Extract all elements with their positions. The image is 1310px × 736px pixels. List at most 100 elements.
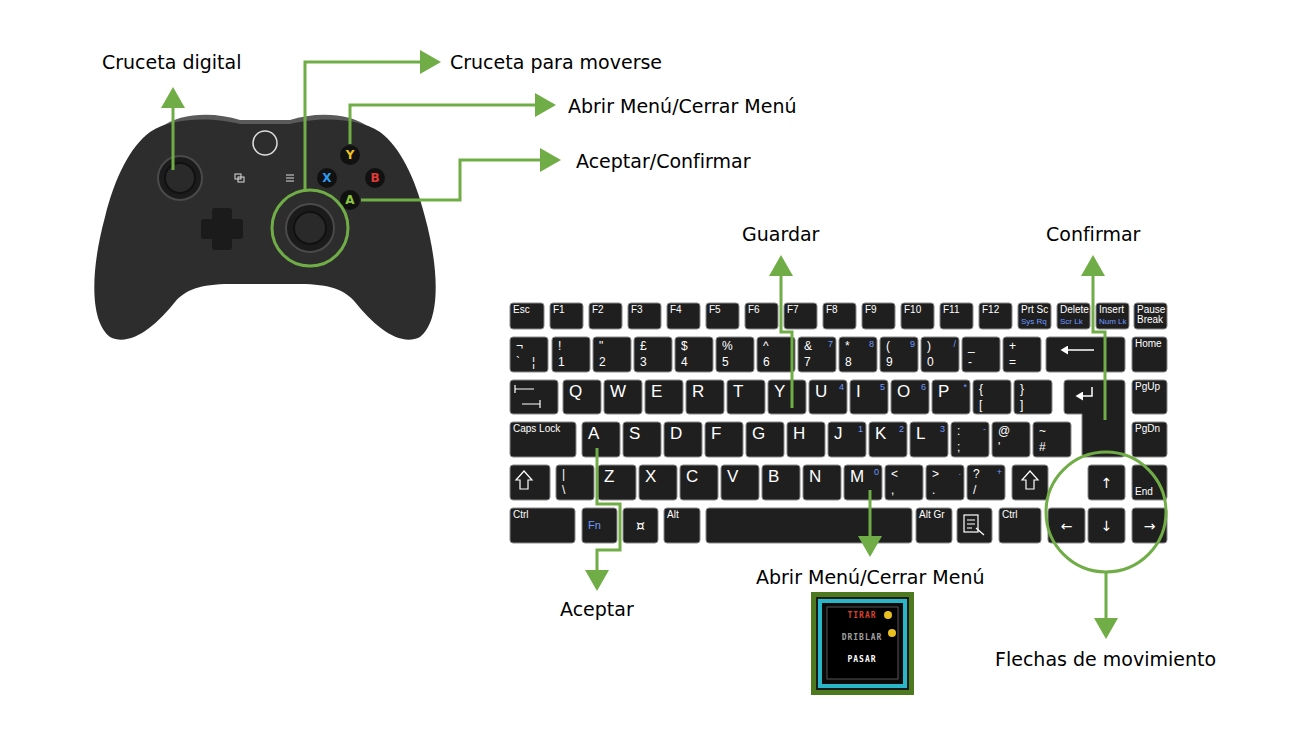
callout-label: Cruceta para moverse xyxy=(450,50,662,74)
key-label: E xyxy=(651,382,662,402)
key-label: 2 xyxy=(890,424,904,434)
key xyxy=(623,422,661,457)
key xyxy=(706,303,739,329)
key-label: 2 xyxy=(599,355,606,369)
key xyxy=(880,337,918,372)
key-label: ← xyxy=(1048,518,1085,534)
leader-lines-part xyxy=(1105,572,1108,636)
key xyxy=(746,422,784,457)
key xyxy=(762,465,800,500)
key xyxy=(1003,337,1041,372)
controller-part xyxy=(286,175,294,181)
callout-label: Aceptar xyxy=(560,597,634,621)
key xyxy=(716,337,754,372)
key xyxy=(1132,380,1167,414)
key xyxy=(1048,508,1085,543)
leader-lines-part xyxy=(350,105,553,144)
key-label: ~ xyxy=(1039,424,1046,438)
key-label: Scr Lk xyxy=(1060,317,1083,326)
key-label: Ctrl xyxy=(1002,510,1039,520)
keyboard-symbols-part xyxy=(1077,387,1092,396)
key-label: M xyxy=(850,467,864,487)
controller-part xyxy=(158,156,202,200)
controller-part xyxy=(340,145,360,165)
key-label: PgDn xyxy=(1135,424,1165,434)
menu-icon-part xyxy=(827,607,898,679)
key-label: J xyxy=(834,424,843,444)
key xyxy=(1014,380,1052,414)
key xyxy=(721,465,759,500)
controller-part xyxy=(201,219,243,239)
key xyxy=(680,465,718,500)
key-label: B xyxy=(768,467,779,487)
key-label: F12 xyxy=(982,305,1010,315)
key xyxy=(973,380,1011,414)
key-label: ¬ xyxy=(516,339,523,353)
key xyxy=(885,465,923,500)
key xyxy=(1088,465,1125,500)
leader-lines-part xyxy=(869,490,872,554)
key-label: F5 xyxy=(709,305,737,315)
key-label: Caps Lock xyxy=(513,424,574,434)
key xyxy=(686,380,724,414)
key xyxy=(967,465,1005,500)
keyboard-symbols-part xyxy=(515,385,534,393)
leader-lines-part xyxy=(1093,258,1105,420)
controller-part xyxy=(253,131,277,155)
key-label: 6 xyxy=(763,355,770,369)
key-label: F11 xyxy=(943,305,971,315)
key xyxy=(598,465,636,500)
key-label: : xyxy=(957,424,960,438)
key-label: Num Lk xyxy=(1099,317,1127,326)
key-label: 4 xyxy=(830,382,844,392)
key xyxy=(664,508,700,543)
key xyxy=(1088,508,1125,543)
key-label: 8 xyxy=(860,339,874,349)
key-label: + xyxy=(988,467,1002,477)
key xyxy=(645,380,683,414)
key-label: R xyxy=(692,382,704,402)
button-letter: A xyxy=(340,190,360,210)
key xyxy=(706,508,912,543)
key-label: I xyxy=(856,382,861,402)
key-label: V xyxy=(727,467,738,487)
key-label: 0 xyxy=(865,467,879,477)
key-label: 9 xyxy=(901,339,915,349)
key-label: G xyxy=(752,424,765,444)
key xyxy=(1132,337,1167,372)
key xyxy=(828,422,866,457)
key-label: F7 xyxy=(787,305,815,315)
leader-lines-part xyxy=(1046,452,1166,572)
key xyxy=(951,422,989,457)
leader-lines xyxy=(173,62,1166,636)
key-label: " xyxy=(599,339,603,353)
key xyxy=(962,337,1000,372)
key-label: £ xyxy=(640,339,647,353)
key xyxy=(757,337,795,372)
controller-part xyxy=(238,177,244,182)
key xyxy=(510,465,550,500)
controller xyxy=(94,115,435,340)
key-label: F2 xyxy=(592,305,620,315)
key xyxy=(839,337,877,372)
key xyxy=(664,422,702,457)
key xyxy=(768,380,806,414)
key-label: . xyxy=(932,483,935,497)
menu-icon xyxy=(811,592,914,695)
key-label: 9 xyxy=(886,355,893,369)
key xyxy=(921,337,959,372)
key-label: 5 xyxy=(722,355,729,369)
key-label: 5 xyxy=(871,382,885,392)
menu-option: DRIBLAR xyxy=(830,633,894,643)
key-label: @ xyxy=(998,424,1010,438)
key xyxy=(787,422,825,457)
key-label: 3 xyxy=(640,355,647,369)
key-label: F8 xyxy=(826,305,854,315)
keyboard-symbols-part xyxy=(522,400,540,408)
key-label: Fn xyxy=(588,519,601,531)
key-label: Home xyxy=(1135,339,1165,349)
key xyxy=(957,508,992,543)
leader-lines-part xyxy=(305,62,438,191)
key xyxy=(823,303,856,329)
key xyxy=(510,508,575,543)
